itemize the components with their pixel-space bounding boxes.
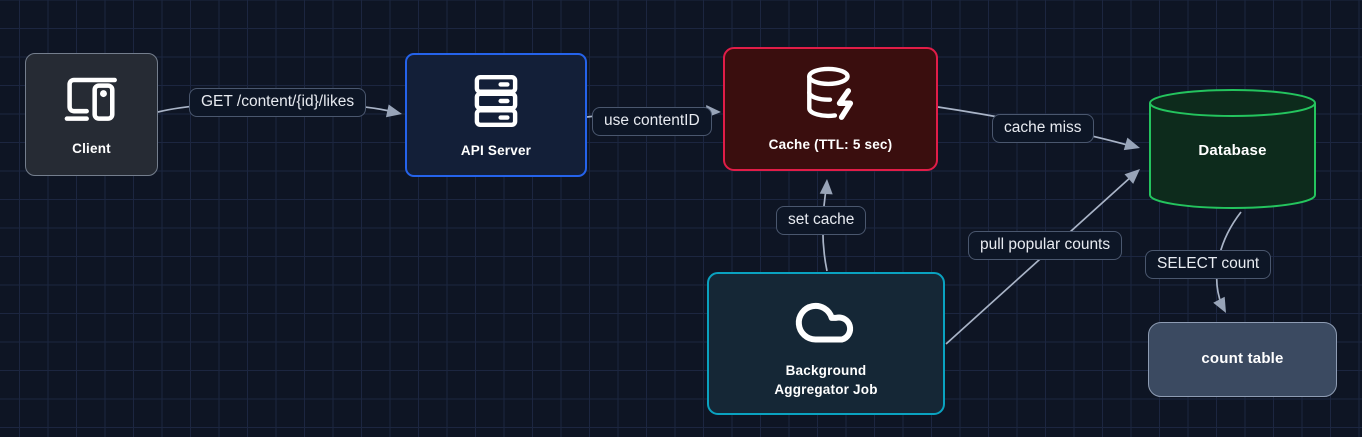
arrowhead (1123, 137, 1140, 151)
edge-label-select-count[interactable]: SELECT count (1145, 250, 1272, 279)
edge-job-to-database (945, 175, 1133, 345)
arrowhead (1213, 296, 1226, 313)
arrowhead (385, 104, 402, 118)
arrowhead (1124, 169, 1140, 184)
node-client-label: Client (72, 141, 111, 157)
node-cache[interactable]: Cache (TTL: 5 sec) (723, 47, 938, 171)
edge-label-get-content-likes[interactable]: GET /content/{id}/likes (189, 88, 367, 117)
devices-icon (64, 78, 117, 122)
edge-label-pull-popular-counts[interactable]: pull popular counts (968, 231, 1123, 260)
edge-label-cache-miss[interactable]: cache miss (992, 114, 1094, 143)
edge-label-set-cache[interactable]: set cache (776, 206, 867, 235)
node-database[interactable]: Database (1148, 88, 1317, 210)
node-database-label: Database (1198, 142, 1267, 159)
node-client[interactable]: Client (25, 53, 158, 176)
node-api-server[interactable]: API Server (405, 53, 587, 177)
node-background-aggregator-job-label: Background Aggregator Job (774, 363, 878, 397)
edge-label-use-contentid[interactable]: use contentID (592, 107, 712, 136)
node-count-table[interactable]: count table (1148, 322, 1337, 397)
server-icon (474, 74, 518, 127)
cloud-icon (795, 303, 854, 343)
node-count-table-label: count table (1201, 350, 1284, 368)
node-background-aggregator-job[interactable]: Background Aggregator Job (707, 272, 945, 415)
database-zap-icon (806, 66, 853, 120)
node-cache-label: Cache (TTL: 5 sec) (768, 136, 893, 152)
database-cylinder-shape (1149, 89, 1316, 209)
node-api-server-label: API Server (460, 142, 532, 158)
arrowhead (819, 179, 833, 195)
